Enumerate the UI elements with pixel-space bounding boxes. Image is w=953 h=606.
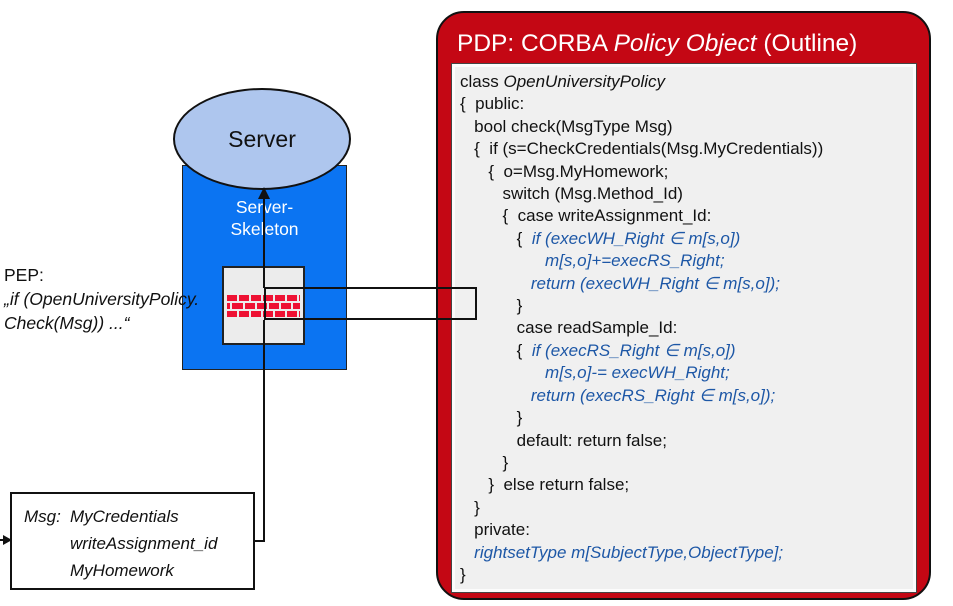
code-line: } [460,452,509,472]
arrow-right-icon [3,535,12,545]
code-line: case readSample_Id: [460,318,678,338]
pdp-title-suffix: (Outline) [756,30,858,57]
pdp-title-prefix: PDP: CORBA [457,30,614,57]
msg-field: MyHomework [70,561,174,580]
code-line: class OpenUniversityPolicy [460,72,666,91]
code-line: m[s,o]+=execRS_Right; [545,251,725,271]
policy-code-box: class OpenUniversityPolicy { public: bool… [451,63,917,593]
msg-box: Msg: MyCredentials writeAssignment_id My… [10,492,255,590]
code-line: bool check(MsgType Msg) [460,116,673,136]
code-line: } [460,408,523,428]
code-line: switch (Msg.Method_Id) [460,184,683,204]
brick-wall-icon [227,295,300,319]
code-line: return (execWH_Right ∈ m[s,o]); [530,273,780,293]
arrow-up-icon [258,187,270,199]
code-line: m[s,o]-= execWH_Right; [545,363,730,383]
code-line: } [460,296,523,316]
pdp-panel: PDP: CORBA Policy Object (Outline) class… [436,11,931,600]
code-line: } [460,564,466,584]
code-line: { if (execRS_Right ∈ m[s,o]) [460,340,736,360]
code-line: private: [460,520,530,540]
server-ellipse: Server [173,88,351,190]
brick-row [227,295,300,301]
pep-label: PEP: „if (OpenUniversityPolicy. Check(Ms… [4,263,199,335]
code-line: { if (s=CheckCredentials(Msg.MyCredentia… [460,139,824,159]
code-line: { case writeAssignment_Id: [460,206,712,226]
server-label: Server [228,125,296,152]
msg-label: Msg: [24,507,61,526]
code-line: { if (execWH_Right ∈ m[s,o]) [460,228,741,248]
pep-line-1: PEP: [4,265,44,285]
code-line: } else return false; [460,475,630,495]
pdp-title-italic: Policy Object [613,30,757,57]
code-line: } [460,497,480,517]
policy-code-lines: class OpenUniversityPolicy { public: bool… [455,67,913,586]
code-line: default: return false; [460,430,667,450]
pdp-title: PDP: CORBA Policy Object (Outline) [457,30,857,58]
brick-row [227,311,300,317]
msg-field: writeAssignment_id [70,534,218,553]
pep-line-2: „if (OpenUniversityPolicy. [4,289,200,309]
pep-line-3: Check(Msg)) ...“ [4,313,130,333]
msg-field: MyCredentials [70,507,179,526]
brick-row [227,303,300,309]
code-line: { o=Msg.MyHomework; [460,161,669,181]
code-line: rightsetType m[SubjectType,ObjectType]; [474,542,784,562]
msg-to-server-line-lower [255,320,265,542]
code-line: return (execRS_Right ∈ m[s,o]); [530,385,776,405]
msg-to-server-line-upper [263,198,265,288]
incoming-msg-line [0,539,5,541]
code-line: { public: [460,94,525,114]
pep-pdp-connector-rect [264,287,477,320]
